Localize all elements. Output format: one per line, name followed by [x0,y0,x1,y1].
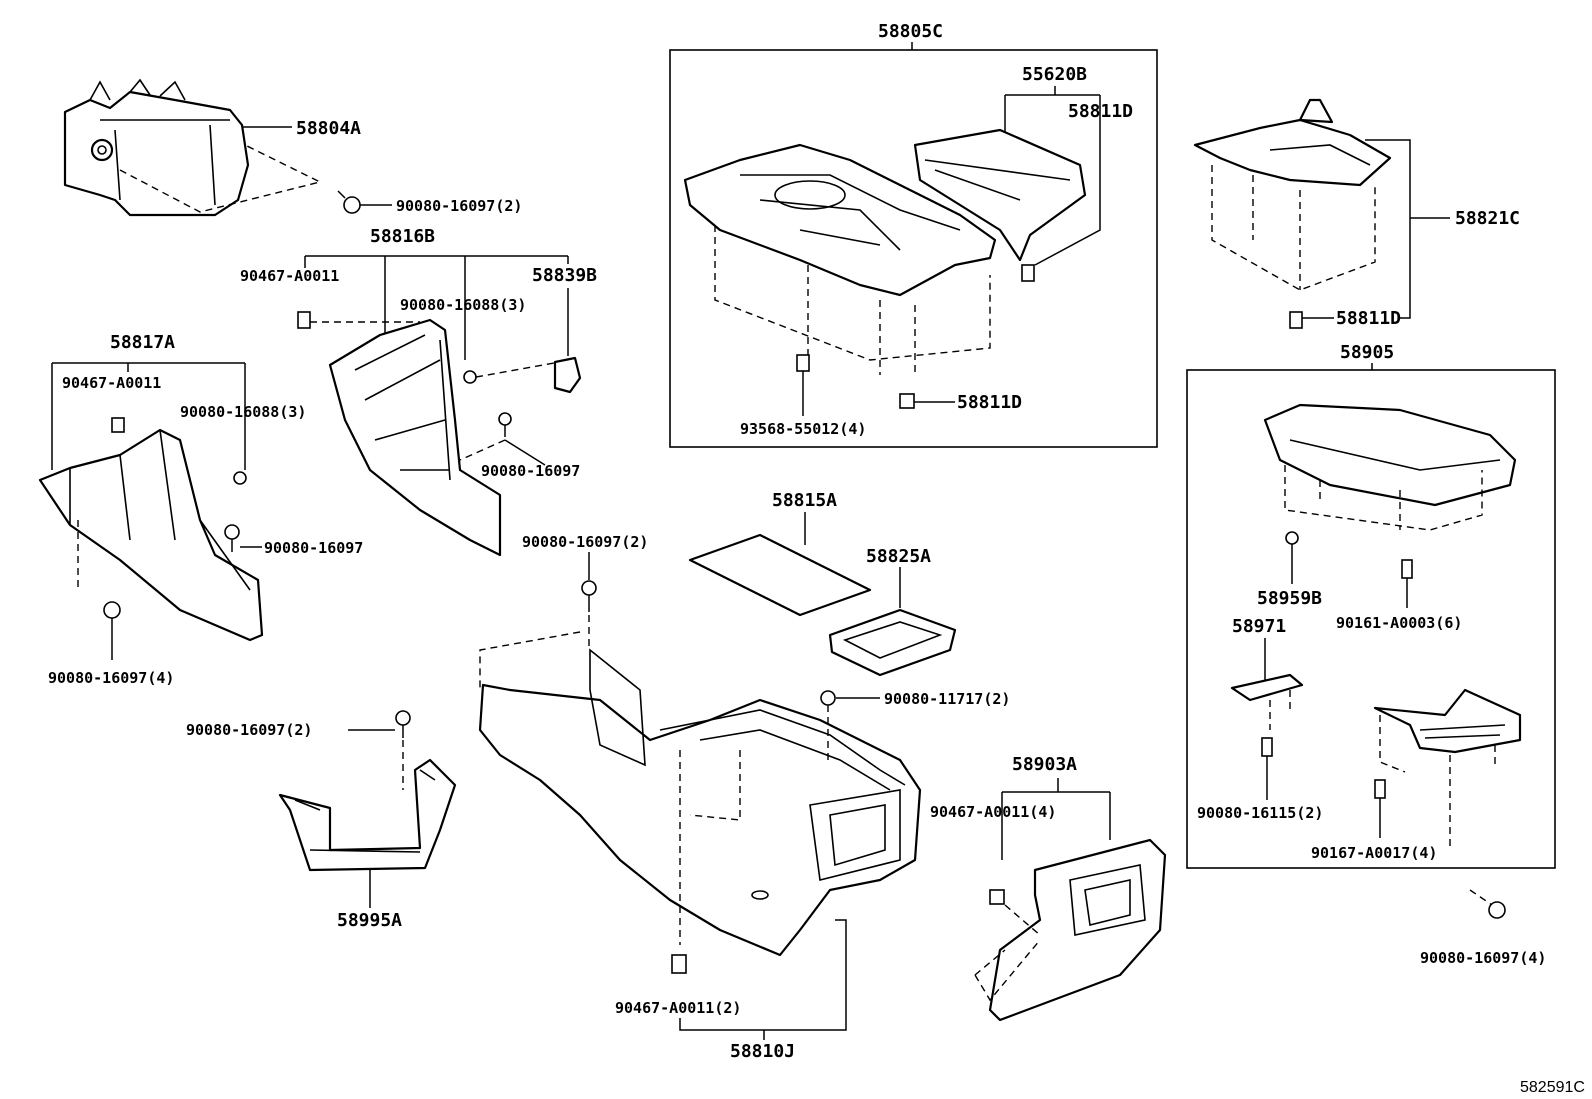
label-93568-55012-4: 93568-55012(4) [740,420,866,438]
part-58816B [328,318,502,557]
label-58903A: 58903A [1012,754,1077,775]
part-58804A [63,78,323,217]
label-58805C: 58805C [878,21,943,42]
part-58825A [828,608,957,677]
label-58839B: 58839B [532,265,597,286]
label-90080-16097-4-right: 90080-16097(4) [1420,949,1546,967]
label-90080-16115-2: 90080-16115(2) [1197,804,1323,822]
screw-icon [1374,779,1386,838]
screw-icon [1488,901,1506,919]
label-90080-16097-left: 90080-16097 [264,539,363,557]
clip-icon [111,417,125,433]
screw-icon [233,471,247,485]
label-90080-16097-mid: 90080-16097 [481,462,580,480]
label-90080-16097-2-lower: 90080-16097(2) [186,721,312,739]
part-58805C-panel [683,143,997,297]
screw-icon [820,690,836,706]
label-58971: 58971 [1232,616,1286,637]
label-90080-16097-2-upper: 90080-16097(2) [396,197,522,215]
label-58810J: 58810J [730,1041,795,1062]
label-58811D-top: 58811D [1068,101,1133,122]
label-58821C: 58821C [1455,208,1520,229]
label-90161-A0003-6: 90161-A0003(6) [1336,614,1462,632]
label-58959B: 58959B [1257,588,1322,609]
part-58821C [1193,98,1392,187]
part-armrest-lid [1263,403,1517,507]
label-90167-A0017-4: 90167-A0017(4) [1311,844,1437,862]
screw-icon [1261,737,1273,800]
clip-icon [1289,311,1303,329]
label-58995A: 58995A [337,910,402,931]
label-90080-16088-3-upper: 90080-16088(3) [400,296,526,314]
screw-icon [337,190,361,214]
label-90080-16088-3-left: 90080-16088(3) [180,403,306,421]
label-58817A: 58817A [110,332,175,353]
bracket-58839B [553,356,582,394]
part-58971 [1230,673,1304,702]
group-box-58805C [669,49,1158,448]
label-58811D-right: 58811D [1336,308,1401,329]
part-armrest-hinge [1373,688,1522,754]
part-58810J [478,648,922,957]
group-box-58905 [1186,369,1556,869]
screw-icon [224,524,240,552]
part-58995A [278,758,457,872]
screw-icon [1285,531,1299,584]
part-58815A [688,533,872,617]
label-58825A: 58825A [866,546,931,567]
screw-icon [463,370,477,384]
label-58816B: 58816B [370,226,435,247]
label-90080-16097-4-left: 90080-16097(4) [48,669,174,687]
label-58815A: 58815A [772,490,837,511]
clip-icon [671,954,687,974]
label-90467-A0011-upper: 90467-A0011 [240,267,339,285]
label-55620B: 55620B [1022,64,1087,85]
part-58817A [38,428,264,642]
screw-icon [581,580,597,612]
figure-code: 582591C [1520,1079,1585,1096]
label-90080-11717-2: 90080-11717(2) [884,690,1010,708]
label-90467-A0011-2: 90467-A0011(2) [615,999,741,1017]
part-55620B [913,128,1087,262]
clip-icon [297,311,311,329]
screw-icon [796,354,810,416]
screw-icon [498,412,512,437]
clip-icon [899,393,915,409]
label-90080-16097-2-center: 90080-16097(2) [522,533,648,551]
part-58903A [988,838,1167,1022]
label-90467-A0011-4: 90467-A0011(4) [930,803,1056,821]
label-90467-A0011-left: 90467-A0011 [62,374,161,392]
screw-icon [1401,559,1413,608]
screw-icon [103,601,121,619]
clip-icon [989,889,1005,905]
label-58804A: 58804A [296,118,361,139]
label-58905: 58905 [1340,342,1394,363]
clip-icon [1021,264,1035,282]
label-58811D-mid: 58811D [957,392,1022,413]
screw-icon [395,710,411,738]
